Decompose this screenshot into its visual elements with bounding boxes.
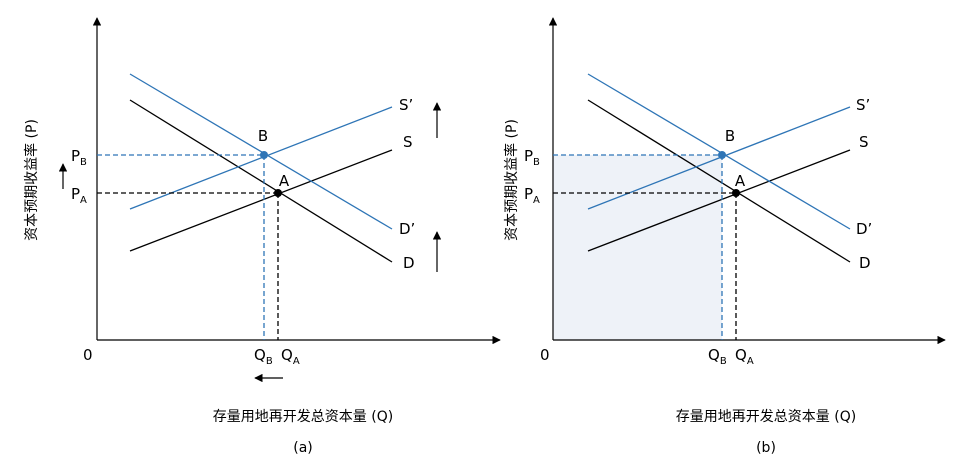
- point-a: [732, 189, 740, 197]
- label-s-prime: S’: [856, 96, 870, 114]
- supply-curve-s: [587, 149, 851, 252]
- label-pb: PB: [524, 147, 540, 168]
- panel-a: B A S’ S D’ D PB PA QB QA 0 资本预期收益率 (P) …: [23, 17, 501, 456]
- label-b: B: [258, 127, 268, 145]
- origin-label: 0: [83, 346, 93, 364]
- demand-curve-d: [129, 99, 393, 263]
- label-qa: QA: [735, 346, 754, 367]
- label-s: S: [403, 133, 413, 151]
- demand-curve-d-prime: [129, 73, 393, 230]
- label-d-prime: D’: [399, 220, 415, 238]
- label-s-prime: S’: [399, 96, 413, 114]
- shaded-area-pb-qb: [553, 155, 722, 340]
- label-a: A: [279, 172, 290, 190]
- supply-curve-s-prime: [587, 106, 851, 210]
- label-d: D: [403, 254, 415, 272]
- demand-curve-d: [587, 99, 851, 263]
- supply-curve-s: [129, 149, 393, 252]
- label-b: B: [725, 127, 735, 145]
- origin-label: 0: [540, 346, 550, 364]
- point-b: [260, 151, 268, 159]
- label-pa: PA: [71, 185, 87, 206]
- label-d: D: [859, 254, 871, 272]
- supply-curve-s-prime: [129, 106, 393, 210]
- label-a: A: [735, 172, 746, 190]
- demand-curve-d-prime: [587, 73, 851, 230]
- x-axis-title: 存量用地再开发总资本量 (Q): [213, 409, 393, 425]
- label-s: S: [859, 133, 869, 151]
- panel-caption: (a): [293, 440, 313, 456]
- panel-caption: (b): [756, 440, 776, 456]
- y-axis-title: 资本预期收益率 (P): [23, 119, 40, 241]
- point-a: [274, 189, 282, 197]
- label-qb: QB: [708, 346, 727, 367]
- label-qb: QB: [254, 346, 273, 367]
- label-pb: PB: [71, 147, 87, 168]
- x-axis-title: 存量用地再开发总资本量 (Q): [676, 409, 856, 425]
- label-qa: QA: [281, 346, 300, 367]
- label-pa: PA: [524, 185, 540, 206]
- panel-b: B A S’ S D’ D PB PA QB QA 0 资本预期收益率 (P) …: [503, 17, 946, 456]
- y-axis-title: 资本预期收益率 (P): [503, 119, 520, 241]
- label-d-prime: D’: [856, 220, 872, 238]
- point-b: [718, 151, 726, 159]
